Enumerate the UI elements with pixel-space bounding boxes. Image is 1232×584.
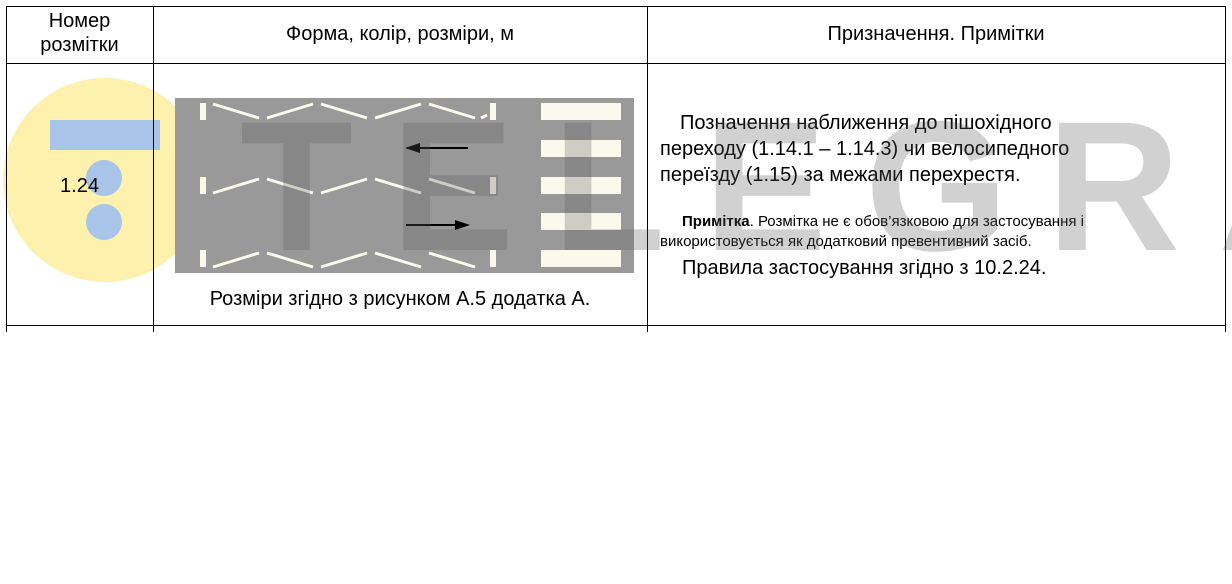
col-divider-1 bbox=[153, 6, 154, 332]
header-number-line: Номер bbox=[48, 10, 111, 32]
col-border-right bbox=[1225, 6, 1226, 332]
note-line: Примітка. Розмітка не є обов’язковою для… bbox=[660, 212, 1084, 232]
purpose-text: Позначення наближення до пішохідного пер… bbox=[660, 110, 1069, 188]
header-form: Форма, колір, розміри, м bbox=[286, 23, 514, 45]
header-divider bbox=[6, 63, 1226, 64]
watermark-text: TELEGRAF bbox=[240, 84, 1232, 290]
note: Примітка. Розмітка не є обов’язковою для… bbox=[660, 212, 1084, 252]
purpose-line: Позначення наближення до пішохідного bbox=[680, 112, 1052, 134]
arrow-right-icon bbox=[406, 220, 470, 230]
marking-number: 1.24 bbox=[60, 175, 99, 197]
table-border-top bbox=[6, 6, 1226, 7]
rules-text: Правила застосування згідно з 10.2.24. bbox=[682, 257, 1047, 279]
row-divider bbox=[6, 325, 1226, 326]
purpose-line: переїзду (1.15) за межами перехрестя. bbox=[660, 164, 1021, 186]
header-purpose: Призначення. Примітки bbox=[827, 23, 1045, 45]
header-number-line: розмітки bbox=[40, 34, 119, 56]
header-number: Номер розмітки bbox=[6, 9, 153, 57]
form-caption: Розміри згідно з рисунком А.5 додатка А. bbox=[209, 288, 591, 310]
col-divider-2 bbox=[647, 6, 648, 332]
marking-diagram bbox=[175, 98, 634, 273]
col-border-left bbox=[6, 6, 7, 332]
note-text: використовується як додатковий превентив… bbox=[660, 233, 1032, 250]
zigzag-lines bbox=[212, 102, 488, 269]
crosswalk-stripes bbox=[541, 103, 621, 267]
note-text: . Розмітка не є обов’язковою для застосу… bbox=[749, 213, 1084, 230]
note-label: Примітка bbox=[682, 213, 750, 230]
arrow-left-icon bbox=[405, 143, 468, 153]
purpose-line: переходу (1.14.1 – 1.14.3) чи велосипедн… bbox=[660, 138, 1070, 160]
end-ticks bbox=[200, 103, 496, 267]
